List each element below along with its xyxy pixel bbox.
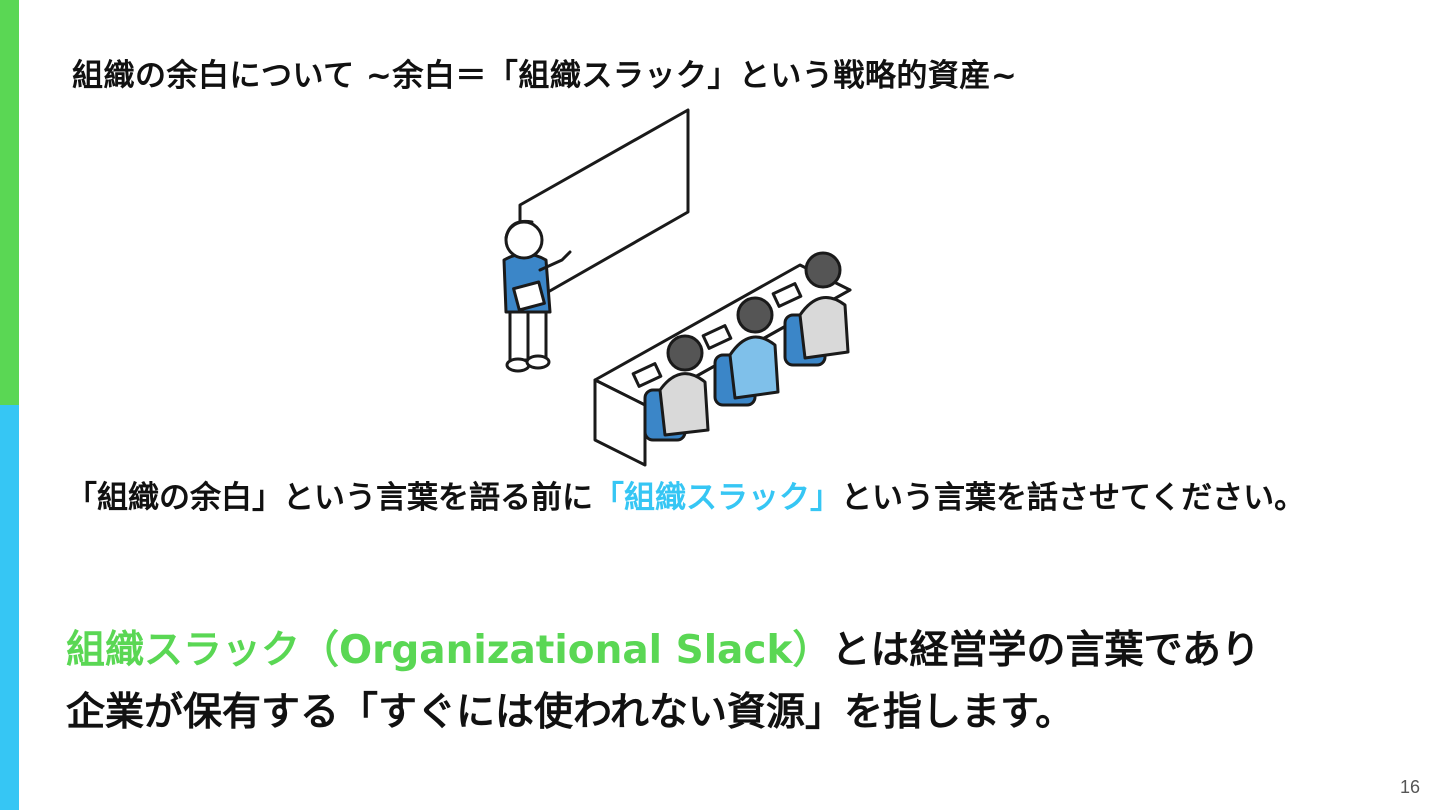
student-1 xyxy=(631,334,710,442)
student-2 xyxy=(701,296,780,407)
definition-paragraph: 組織スラック（Organizational Slack）とは経営学の言葉であり … xyxy=(66,620,1396,744)
definition-after: とは経営学の言葉であり xyxy=(831,628,1261,673)
presenter-figure xyxy=(502,219,572,373)
classroom-presentation-illustration xyxy=(480,100,900,480)
intro-after: という言葉を話させてください。 xyxy=(841,480,1306,516)
definition-highlight: 組織スラック（Organizational Slack） xyxy=(66,628,832,673)
accent-bar-green xyxy=(0,0,19,405)
definition-line2: 企業が保有する「すぐには使われない資源」を指します。 xyxy=(66,690,1075,735)
intro-highlight: 「組織スラック」 xyxy=(593,480,841,516)
student-3 xyxy=(771,251,850,367)
slide-title: 組織の余白について ~余白＝「組織スラック」という戦略的資産~ xyxy=(72,58,1018,94)
accent-bar-blue xyxy=(0,405,19,810)
intro-paragraph: 「組織の余白」という言葉を語る前に「組織スラック」という言葉を話させてください。 xyxy=(66,472,1376,524)
page-number: 16 xyxy=(1399,777,1420,797)
intro-before: 「組織の余白」という言葉を語る前に xyxy=(66,480,593,516)
